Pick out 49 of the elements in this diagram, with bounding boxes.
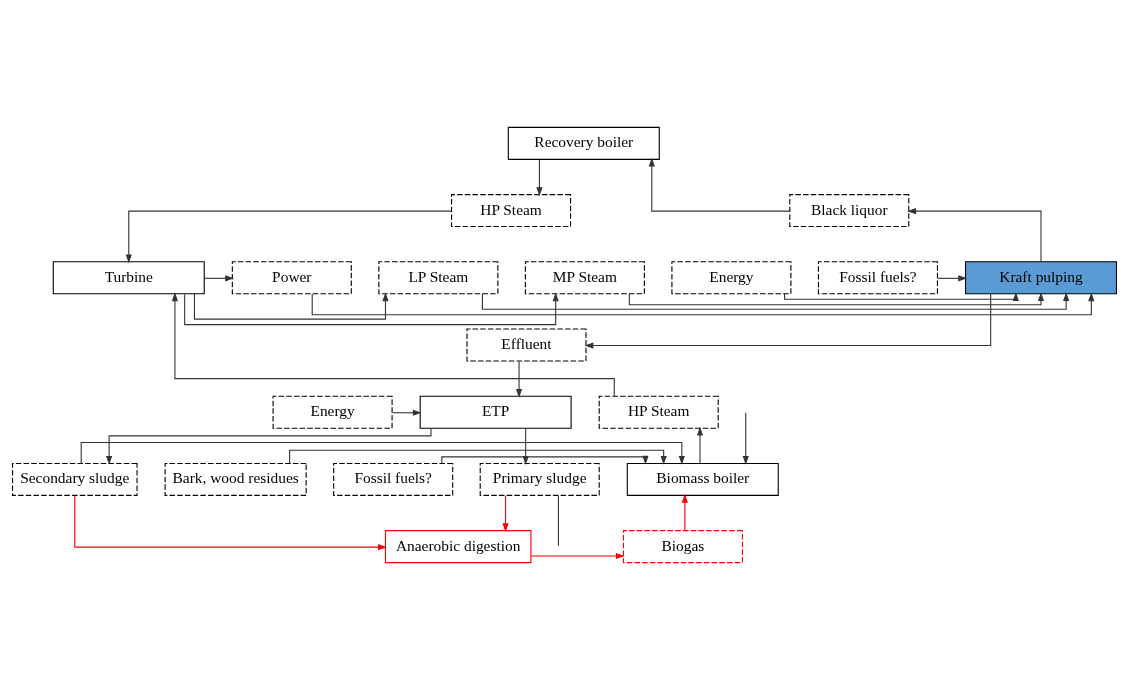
arrow (628, 292, 1045, 306)
arrow (74, 494, 387, 551)
node-box: HP Steam (598, 395, 719, 429)
arrow (391, 409, 422, 416)
node-box: LP Steam (378, 261, 499, 295)
arrow (907, 208, 1042, 263)
arrow (784, 292, 1019, 302)
node-box: HP Steam (451, 194, 572, 228)
node-box: Fossil fuels? (333, 462, 454, 496)
node-box: Effluent (466, 328, 587, 362)
arrow (289, 449, 667, 465)
node-box: Recovery boiler (507, 126, 660, 160)
node-box: Turbine (52, 261, 205, 295)
arrow (441, 455, 649, 465)
node-box: Secondary sludge (11, 462, 138, 496)
arrow (125, 210, 452, 264)
node-box: Primary sludge (479, 462, 600, 496)
arrow (648, 157, 791, 212)
arrow (80, 441, 685, 465)
node-box: Energy (671, 261, 792, 295)
node-box: Black liquor (789, 194, 910, 228)
node-box: Biogas (622, 530, 743, 564)
arrow (171, 292, 615, 397)
node-box: Power (231, 261, 352, 295)
arrow (106, 427, 432, 465)
arrow (522, 427, 529, 465)
node-box: Bark, wood residues (164, 462, 307, 496)
arrow (193, 292, 389, 320)
arrow (742, 412, 749, 465)
arrow (536, 159, 543, 197)
node-box: Biomass boiler (626, 462, 779, 496)
node-box: Kraft pulping (965, 261, 1117, 295)
node-box: MP Steam (524, 261, 645, 295)
arrow (184, 292, 559, 326)
arrow (937, 275, 968, 282)
node-box: Fossil fuels? (817, 261, 938, 295)
arrow (311, 292, 1095, 316)
arrow (502, 495, 509, 533)
node-box: ETP (419, 395, 572, 429)
arrow (696, 426, 704, 464)
arrow (530, 552, 625, 560)
node-box: Energy (272, 395, 393, 429)
arrow (515, 360, 523, 398)
arrow (584, 293, 992, 349)
node-box: Anaerobic digestion (384, 530, 532, 564)
arrow (481, 292, 1070, 310)
arrow (681, 493, 688, 531)
arrow (204, 275, 234, 282)
connector (557, 495, 559, 547)
